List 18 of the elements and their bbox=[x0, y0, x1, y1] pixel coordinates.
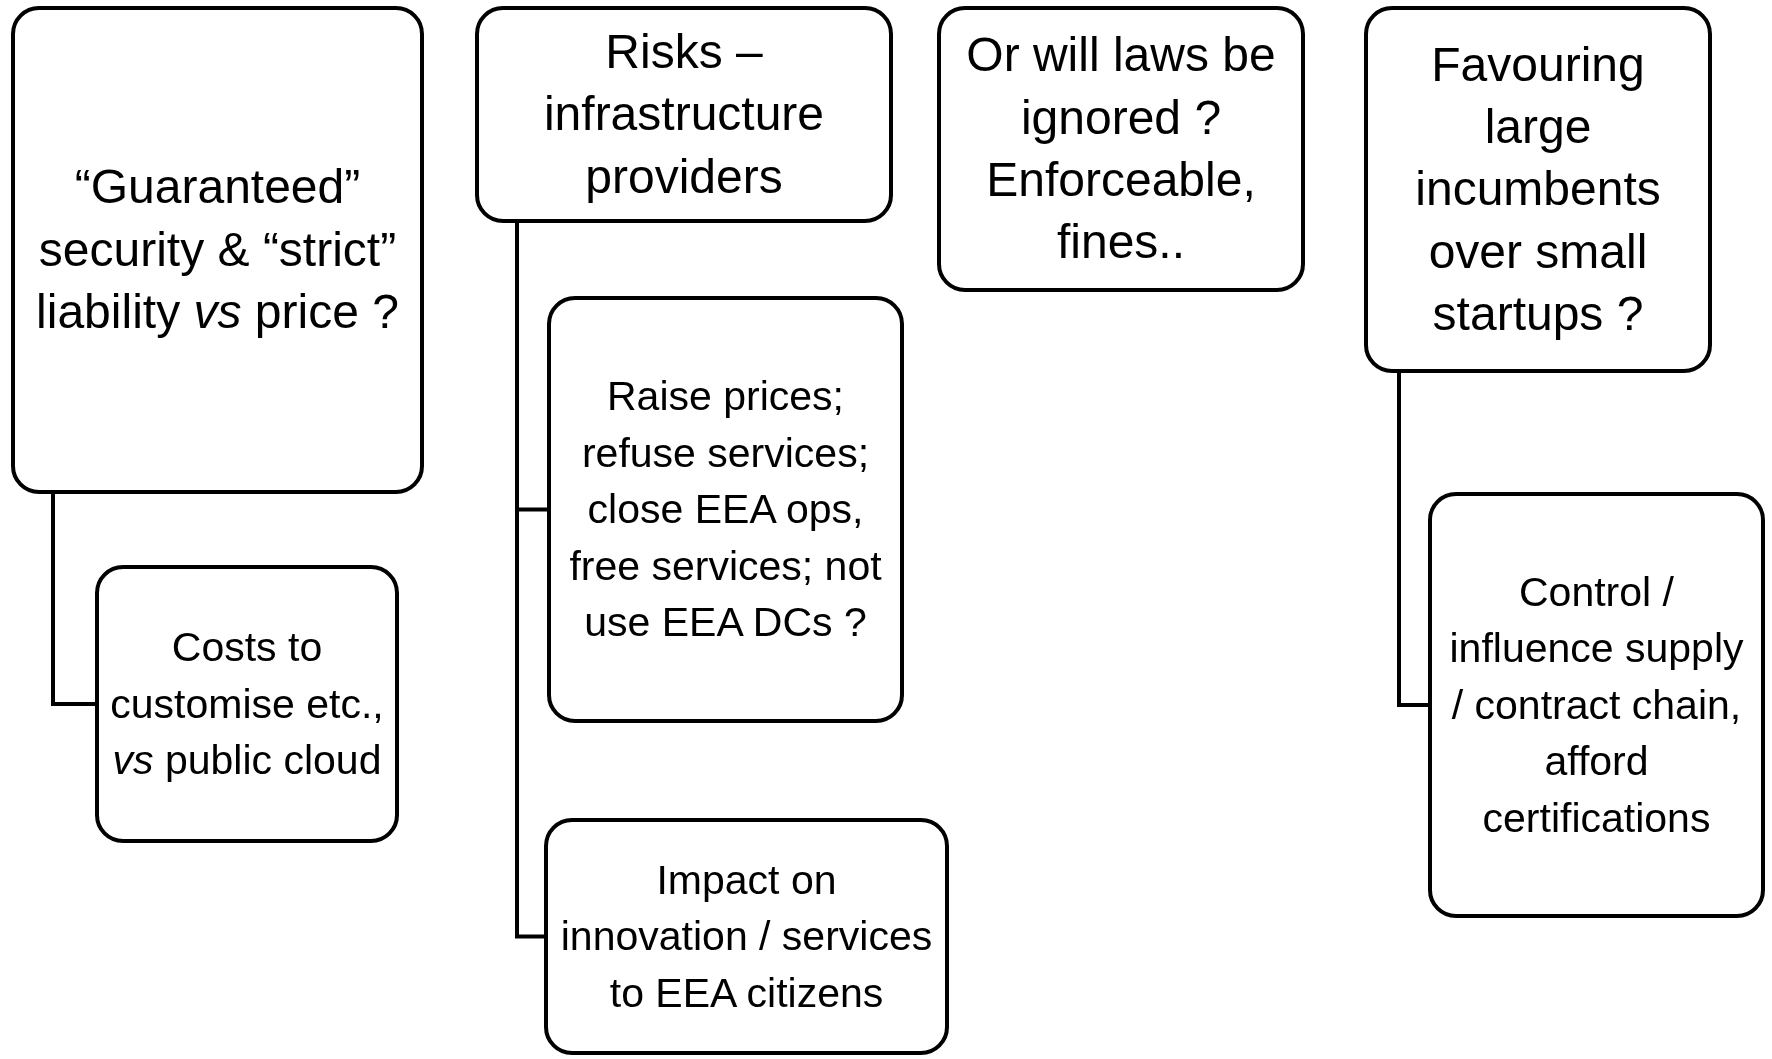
connector-line bbox=[51, 494, 95, 706]
text-box bbox=[95, 565, 399, 843]
text-box bbox=[1364, 6, 1712, 373]
box-text: Control / influence supply / contract chain, afford certifications bbox=[1448, 567, 1745, 843]
box-text: Favouring large incumbents over small startups ? bbox=[1414, 36, 1662, 343]
box-text: Costs to customise etc., vs public cloud bbox=[109, 623, 385, 786]
text-box bbox=[1428, 492, 1765, 918]
text-box bbox=[544, 818, 949, 1055]
text-box bbox=[11, 6, 424, 494]
box-text: Impact on innovation / services to EEA citizens bbox=[559, 855, 934, 1018]
box-text: Risks – infrastructure providers bbox=[542, 23, 826, 205]
box-text: Or will laws be ignored ? Enforceable, fines.. bbox=[965, 27, 1277, 271]
connector-line bbox=[1397, 373, 1428, 707]
box-text: Raise prices; refuse services; close EEA ops, free services; not use EEA DCs ? bbox=[568, 372, 883, 648]
text-box bbox=[547, 296, 904, 723]
box-text: “Guaranteed” security & “strict” liability vs price ? bbox=[35, 159, 400, 341]
text-box bbox=[475, 6, 893, 223]
text-box bbox=[937, 6, 1305, 292]
